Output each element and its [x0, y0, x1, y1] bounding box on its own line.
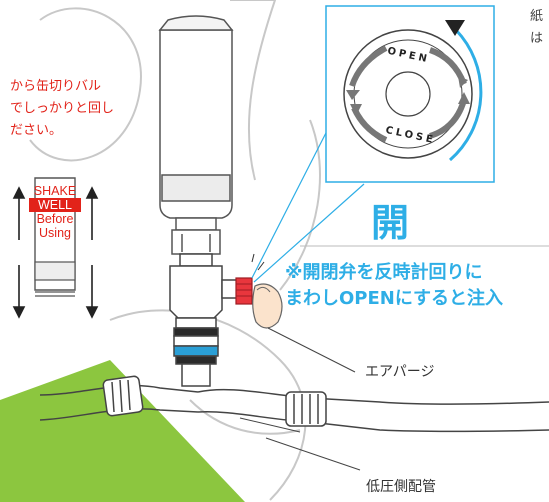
low-pressure-pipe: [39, 375, 549, 433]
zoom-pointer-lines: [251, 124, 365, 283]
open-kanji-label: 開: [371, 201, 410, 245]
instruction-line: まわしOPENにすると注入: [285, 288, 504, 309]
red-valve-knob: [235, 277, 253, 305]
top-left-note: から缶切りバル でしっかりと回し ださい。: [10, 76, 114, 142]
top-left-note-line: から缶切りバル: [10, 79, 102, 94]
top-left-note-line: ださい。: [10, 123, 63, 138]
top-right-note: 紙 は: [530, 6, 543, 50]
shake-arrows: [12, 186, 99, 319]
top-right-note-line: は: [530, 31, 544, 46]
can-label: SHAKE WELL Before Using: [29, 184, 81, 240]
can-label-line: WELL: [29, 198, 81, 212]
label-leader-lines: [239, 327, 361, 471]
low-pressure-pipe-label: 低圧側配管: [366, 479, 436, 495]
top-left-note-line: でしっかりと回し: [10, 101, 115, 116]
refrigerant-can: [158, 15, 234, 255]
motion-lines: [251, 253, 265, 271]
instruction-note: ※開閉弁を反時計回りに まわしOPENにすると注入: [285, 260, 503, 312]
can-label-line: SHAKE: [33, 184, 77, 198]
watermark-outline: [29, 0, 321, 501]
green-corner-shape: [0, 360, 245, 502]
dial-zoom-box: [325, 5, 495, 183]
valve-body: [169, 253, 241, 387]
finger-drawing: [252, 283, 283, 329]
can-label-line: Before: [36, 212, 74, 226]
instruction-line: ※開閉弁を反時計回りに: [285, 262, 483, 283]
can-label-line: Using: [39, 226, 71, 240]
air-purge-label: エアパージ: [365, 364, 435, 380]
top-right-note-line: 紙: [530, 9, 544, 24]
